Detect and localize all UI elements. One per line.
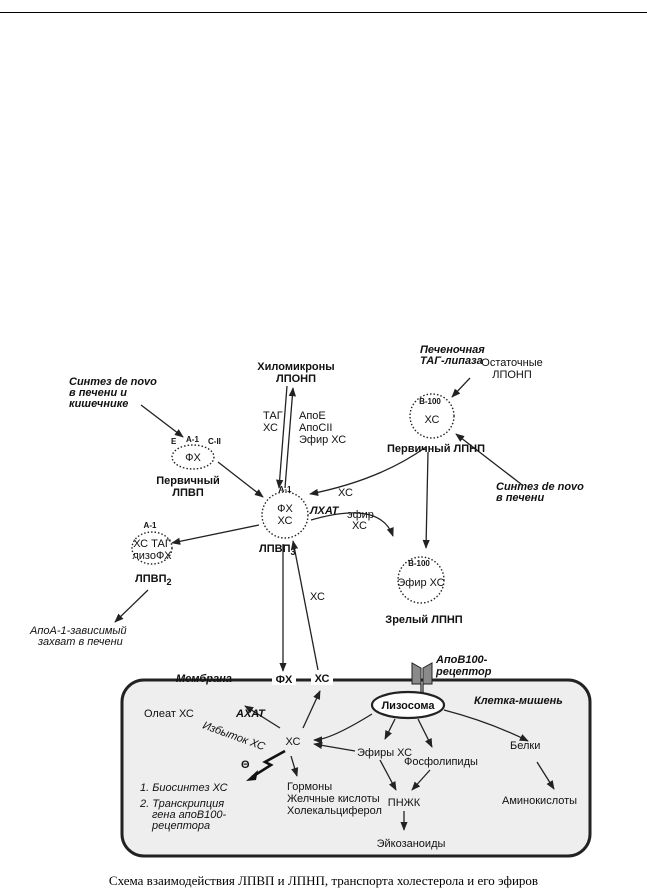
primary-hdl-apo-e: E <box>171 437 177 446</box>
figure-caption: Схема взаимодействия ЛПВП и ЛПНП, трансп… <box>108 873 539 888</box>
chylomicrons-label-2: ЛПОНП <box>276 373 316 385</box>
hdl3-label: ЛПВП3 <box>259 543 296 557</box>
primary-hdl-content: ФХ <box>185 452 201 464</box>
de-novo-liver-intestine-3: кишечнике <box>69 398 128 410</box>
membrane-fx: ФХ <box>276 674 293 686</box>
mature-ldl-particle <box>397 556 445 604</box>
apoa1-uptake-1: АпоА-1-зависимый <box>29 625 127 637</box>
hepatic-lipase-1: Печеночная <box>420 344 485 356</box>
primary-ldl-content: ХС <box>425 414 440 426</box>
ester-xc-2: ХС <box>352 520 367 532</box>
membrane-label: Мембрана <box>176 673 232 685</box>
primary-ldl-particle <box>409 393 455 439</box>
apoc2-label: АпоСII <box>299 422 332 434</box>
primary-hdl-particle <box>171 444 215 470</box>
lcat-label: ЛХАТ <box>309 505 340 517</box>
hdl2-particle <box>131 531 173 565</box>
arrows <box>114 377 555 831</box>
xc-to-hdl-label: ХС <box>338 487 353 499</box>
pufa-label: ПНЖК <box>388 797 421 809</box>
mature-ldl-b100: В-100 <box>408 559 430 568</box>
mature-ldl-content: Эфир ХС <box>397 577 444 589</box>
hdl2-apo-a1: А-1 <box>144 521 157 530</box>
hdl2-content-2: лизоФХ <box>132 550 172 562</box>
primary-ldl-b100: В-100 <box>419 397 441 406</box>
xc-up-label: ХС <box>310 591 325 603</box>
hdl2-content-1: ХС ТАГ <box>133 538 171 550</box>
oleate-label: Олеат ХС <box>144 708 194 720</box>
hdl3-apo-a1: А-1 <box>279 485 292 494</box>
apoa1-uptake-2: захват в печени <box>37 636 123 648</box>
inhibition-arrow <box>251 749 286 779</box>
hdl3-xc: ХС <box>278 515 293 527</box>
apoe-label: АпоЕ <box>299 410 326 422</box>
residual-vldl-1: Остаточные <box>481 357 542 369</box>
eicosanoids-label: Эйкозаноиды <box>377 838 446 850</box>
residual-vldl-2: ЛПОНП <box>492 369 532 381</box>
mature-ldl-label: Зрелый ЛПНП <box>385 614 462 626</box>
cell-xc-label: ХС <box>286 736 301 748</box>
primary-hdl-apo-a1: А-1 <box>186 435 199 444</box>
inhibit-item-1: 1. Биосинтез ХС <box>140 782 228 794</box>
phospholipids-label: Фосфолипиды <box>404 756 478 768</box>
ester-chol-label: Эфир ХС <box>299 434 346 446</box>
ester-xc-1: эфир <box>347 509 374 521</box>
primary-hdl-label-1: Первичный <box>156 475 219 487</box>
hormones-label-3: Холекальциферол <box>287 805 382 817</box>
hdl3-particle <box>261 491 309 539</box>
esters-xc-label: Эфиры ХС <box>357 747 412 759</box>
de-novo-liver-1: Синтез de novo <box>496 481 584 493</box>
chol-label: ХС <box>263 422 278 434</box>
primary-ldl-label: Первичный ЛПНП <box>387 443 485 455</box>
lysosome-label: Лизосома <box>381 700 435 712</box>
hdl3-fx: ФХ <box>277 503 293 515</box>
chylomicrons-label-1: Хиломикроны <box>257 361 334 373</box>
target-cell-label: Клетка-мишень <box>474 695 563 707</box>
proteins-label: Белки <box>510 740 540 752</box>
primary-hdl-apo-c2: С-II <box>208 437 221 446</box>
primary-hdl-label-2: ЛПВП <box>172 487 204 499</box>
acat-label: АХАТ <box>235 708 266 720</box>
inhibit-item-4: рецептора <box>151 820 210 832</box>
inhibit-sign: Θ <box>241 759 250 771</box>
de-novo-liver-2: в печени <box>496 492 544 504</box>
amino-acids-label: Аминокислоты <box>502 795 577 807</box>
apob-receptor-1: АпоВ100- <box>435 654 488 666</box>
de-novo-liver-intestine-1: Синтез de novo <box>69 376 157 388</box>
hormones-label-2: Желчные кислоты <box>287 793 380 805</box>
hepatic-lipase-2: ТАГ-липаза <box>420 355 483 367</box>
target-cell-body <box>120 678 592 858</box>
hdl2-label: ЛПВП2 <box>135 573 172 587</box>
apob-receptor-2: рецептор <box>435 666 492 678</box>
de-novo-liver-intestine-2: в печени и <box>69 387 127 399</box>
tag-label: ТАГ <box>263 410 283 422</box>
lysosome-shape <box>370 690 446 720</box>
inhibit-item-3: гена апоВ100- <box>152 809 227 821</box>
header-rule <box>0 12 647 13</box>
inhibit-item-2: 2. Транскрипция <box>139 798 224 810</box>
hormones-label-1: Гормоны <box>287 781 332 793</box>
membrane-xc: ХС <box>315 673 330 685</box>
